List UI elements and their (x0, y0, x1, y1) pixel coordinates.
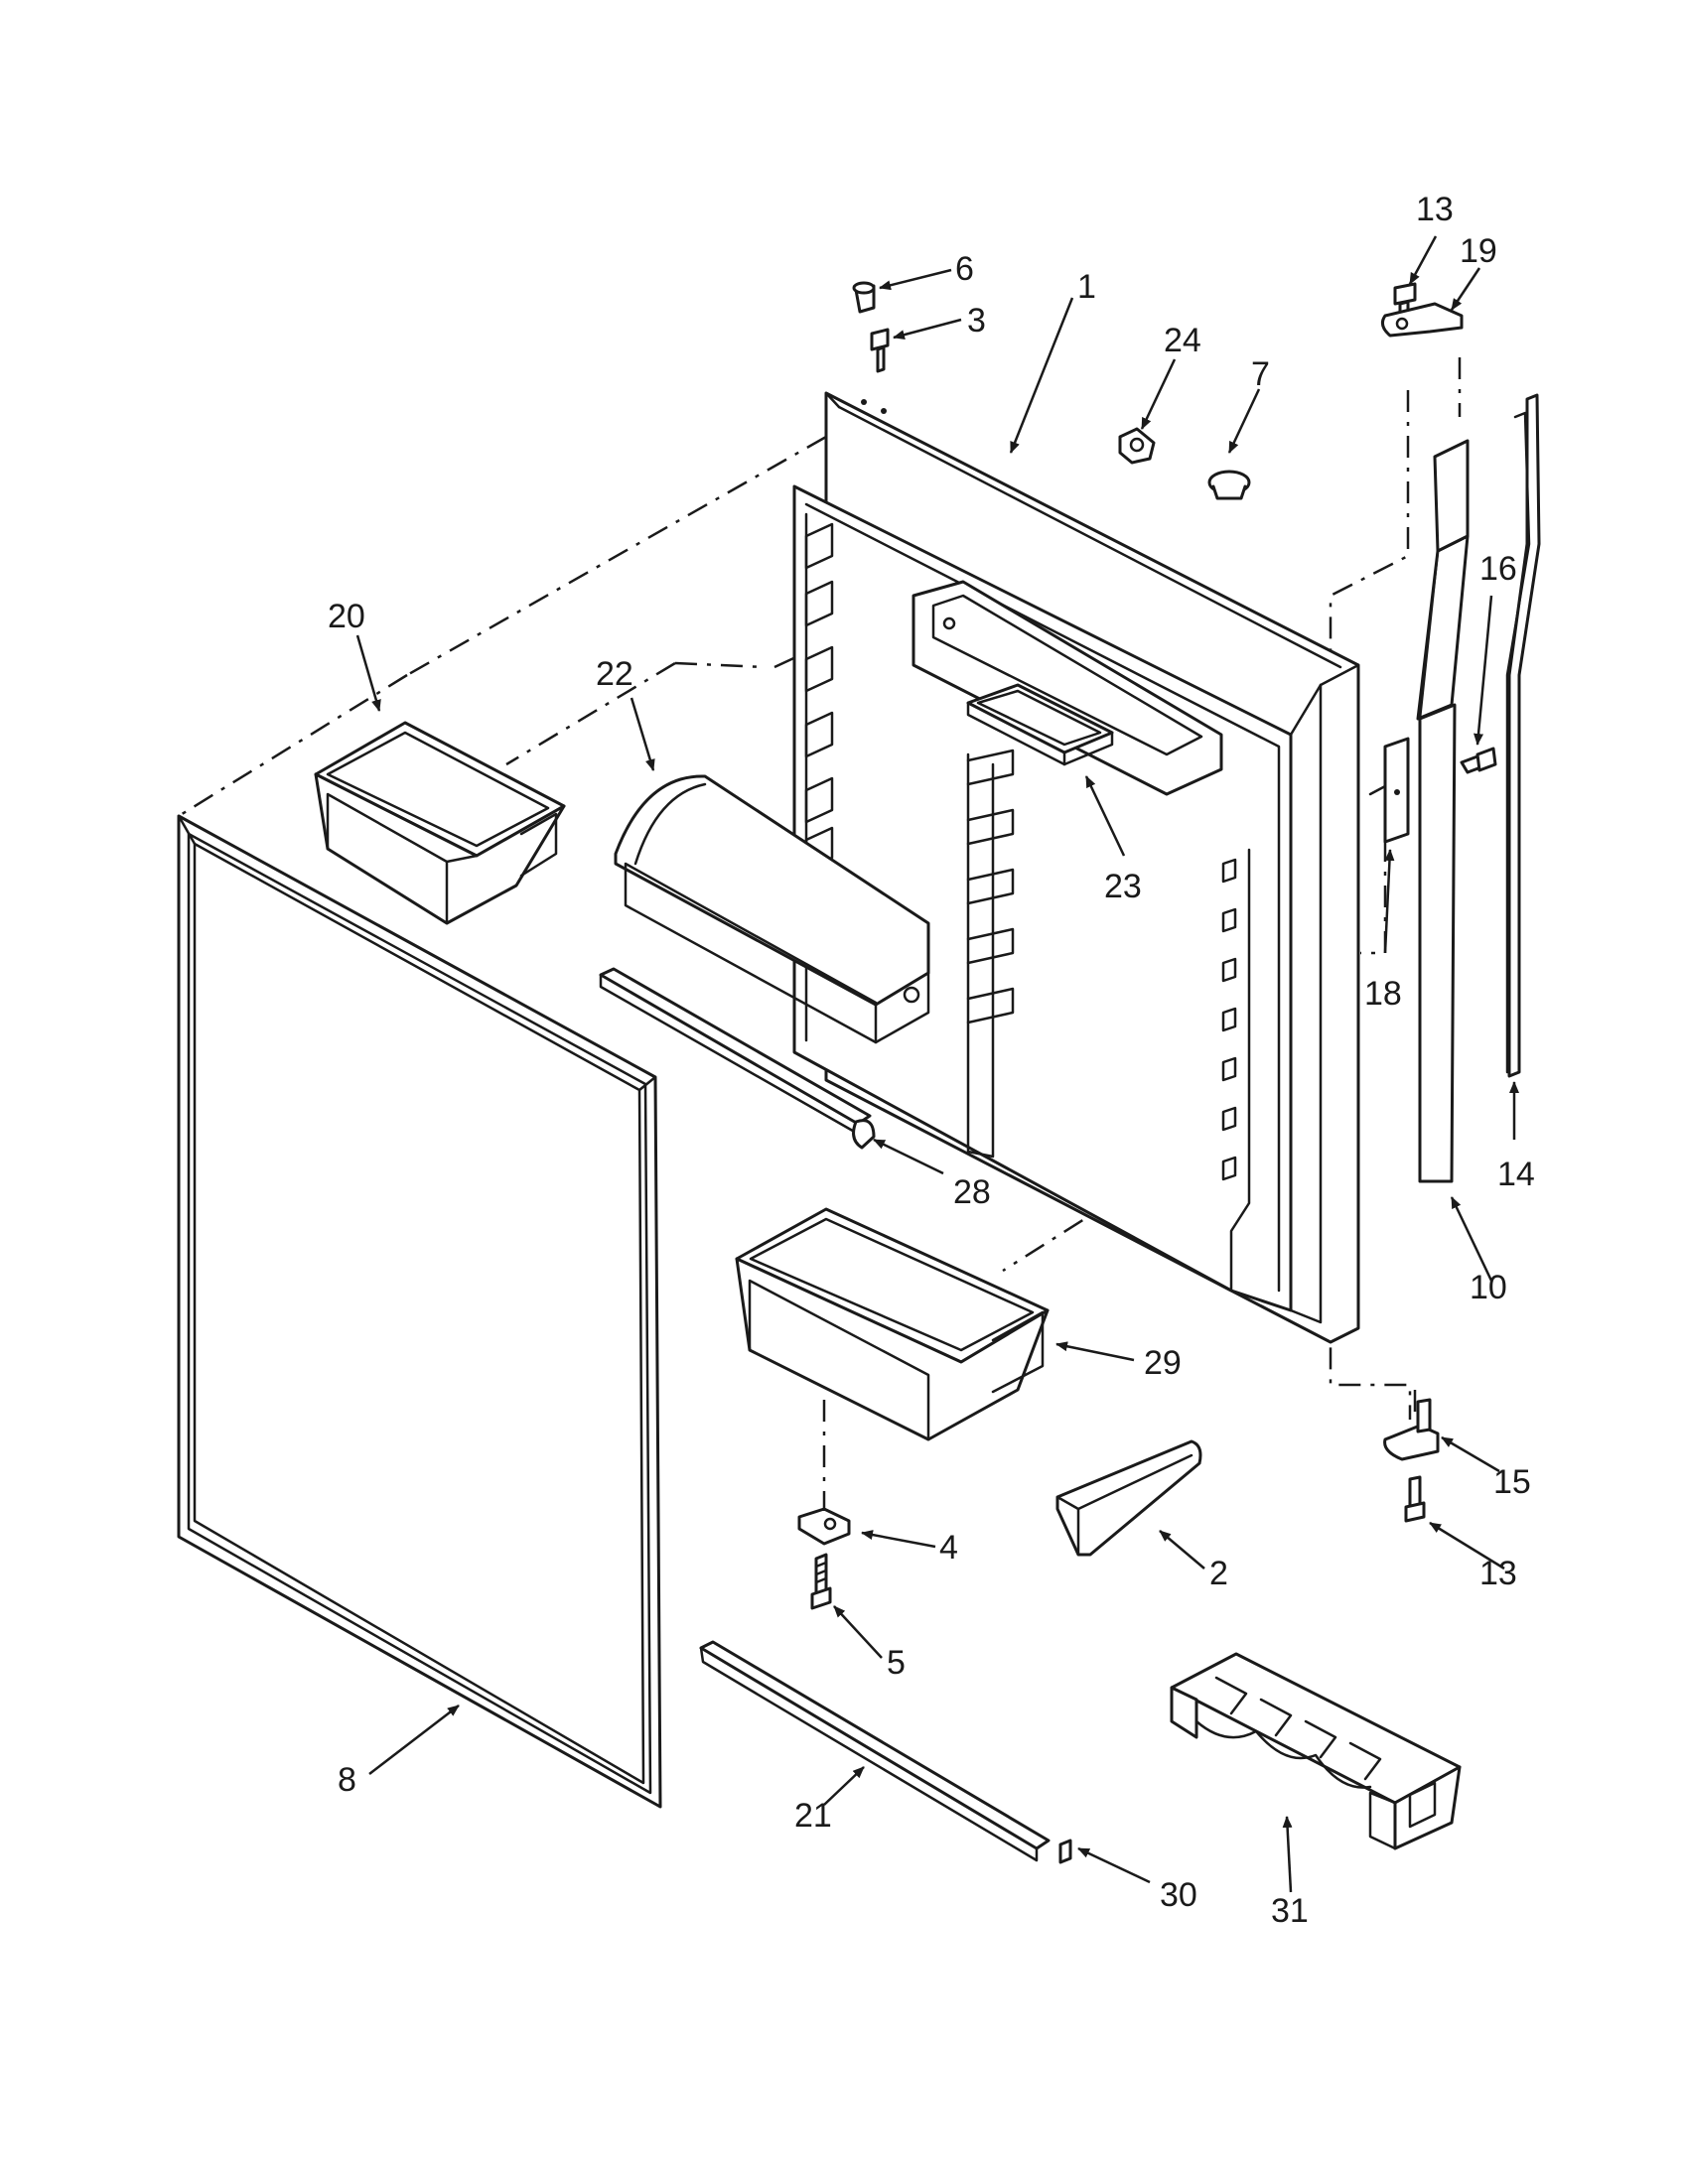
leader-arrows (355, 235, 1519, 1893)
callout-13-top: 13 (1416, 191, 1454, 228)
callout-1: 1 (1077, 268, 1096, 306)
callout-15: 15 (1493, 1463, 1531, 1501)
callout-8: 8 (338, 1761, 356, 1799)
callout-23: 23 (1104, 868, 1142, 905)
callout-24: 24 (1164, 322, 1201, 359)
callout-10: 10 (1470, 1269, 1507, 1306)
part-2-cover (1055, 1439, 1202, 1557)
part-14-trim (1505, 393, 1541, 1078)
part-18-clip (1368, 737, 1410, 844)
callout-labels: 1 2 3 4 5 6 7 8 10 13 13 14 15 16 18 19 … (328, 191, 1535, 1930)
callout-22: 22 (596, 655, 633, 693)
part-4-hinge (797, 1507, 851, 1546)
part-15-hinge (1383, 1398, 1440, 1461)
callout-14: 14 (1497, 1156, 1535, 1193)
door-gasket (177, 814, 662, 1809)
part-24-fitting (1118, 427, 1156, 465)
part-23-tray (966, 683, 1114, 766)
part-30-clip (1058, 1839, 1072, 1864)
callout-2: 2 (1209, 1555, 1228, 1592)
part-22-dairy-door (614, 774, 930, 1044)
liner-ribs-center (966, 749, 1015, 1159)
part-5-screw (810, 1553, 832, 1610)
part-31-egg-tray (1170, 1652, 1462, 1850)
callout-13-bottom: 13 (1479, 1555, 1517, 1592)
callout-16: 16 (1479, 550, 1517, 588)
part-20-bin (314, 721, 566, 925)
callout-6: 6 (955, 250, 974, 288)
callout-31: 31 (1271, 1892, 1309, 1930)
liner-ribs-right (1221, 858, 1237, 1181)
part-21-trim (699, 1640, 1051, 1862)
callout-21: 21 (794, 1797, 832, 1835)
screw-hole (861, 399, 867, 405)
callout-30: 30 (1160, 1876, 1197, 1914)
callout-5: 5 (887, 1644, 906, 1682)
part-16-screw (1460, 747, 1497, 774)
callout-20: 20 (328, 598, 365, 635)
part-19-hinge (1380, 302, 1464, 338)
callout-4: 4 (939, 1529, 958, 1567)
callout-29: 29 (1144, 1344, 1182, 1382)
part-28-rail (599, 967, 876, 1150)
part-3-screw (870, 328, 890, 373)
part-6-plug (852, 281, 876, 314)
callout-7: 7 (1251, 355, 1270, 393)
callout-28: 28 (953, 1173, 991, 1211)
door-liner (792, 391, 1360, 1344)
part-7-plug (1207, 470, 1251, 500)
part-29-bin (735, 1207, 1050, 1441)
callout-3: 3 (967, 302, 986, 340)
callout-19: 19 (1460, 232, 1497, 270)
part-10-handle (1416, 439, 1470, 1183)
callout-18: 18 (1364, 975, 1402, 1013)
screw-hole (881, 408, 887, 414)
part-13-screw-bottom (1404, 1475, 1426, 1523)
